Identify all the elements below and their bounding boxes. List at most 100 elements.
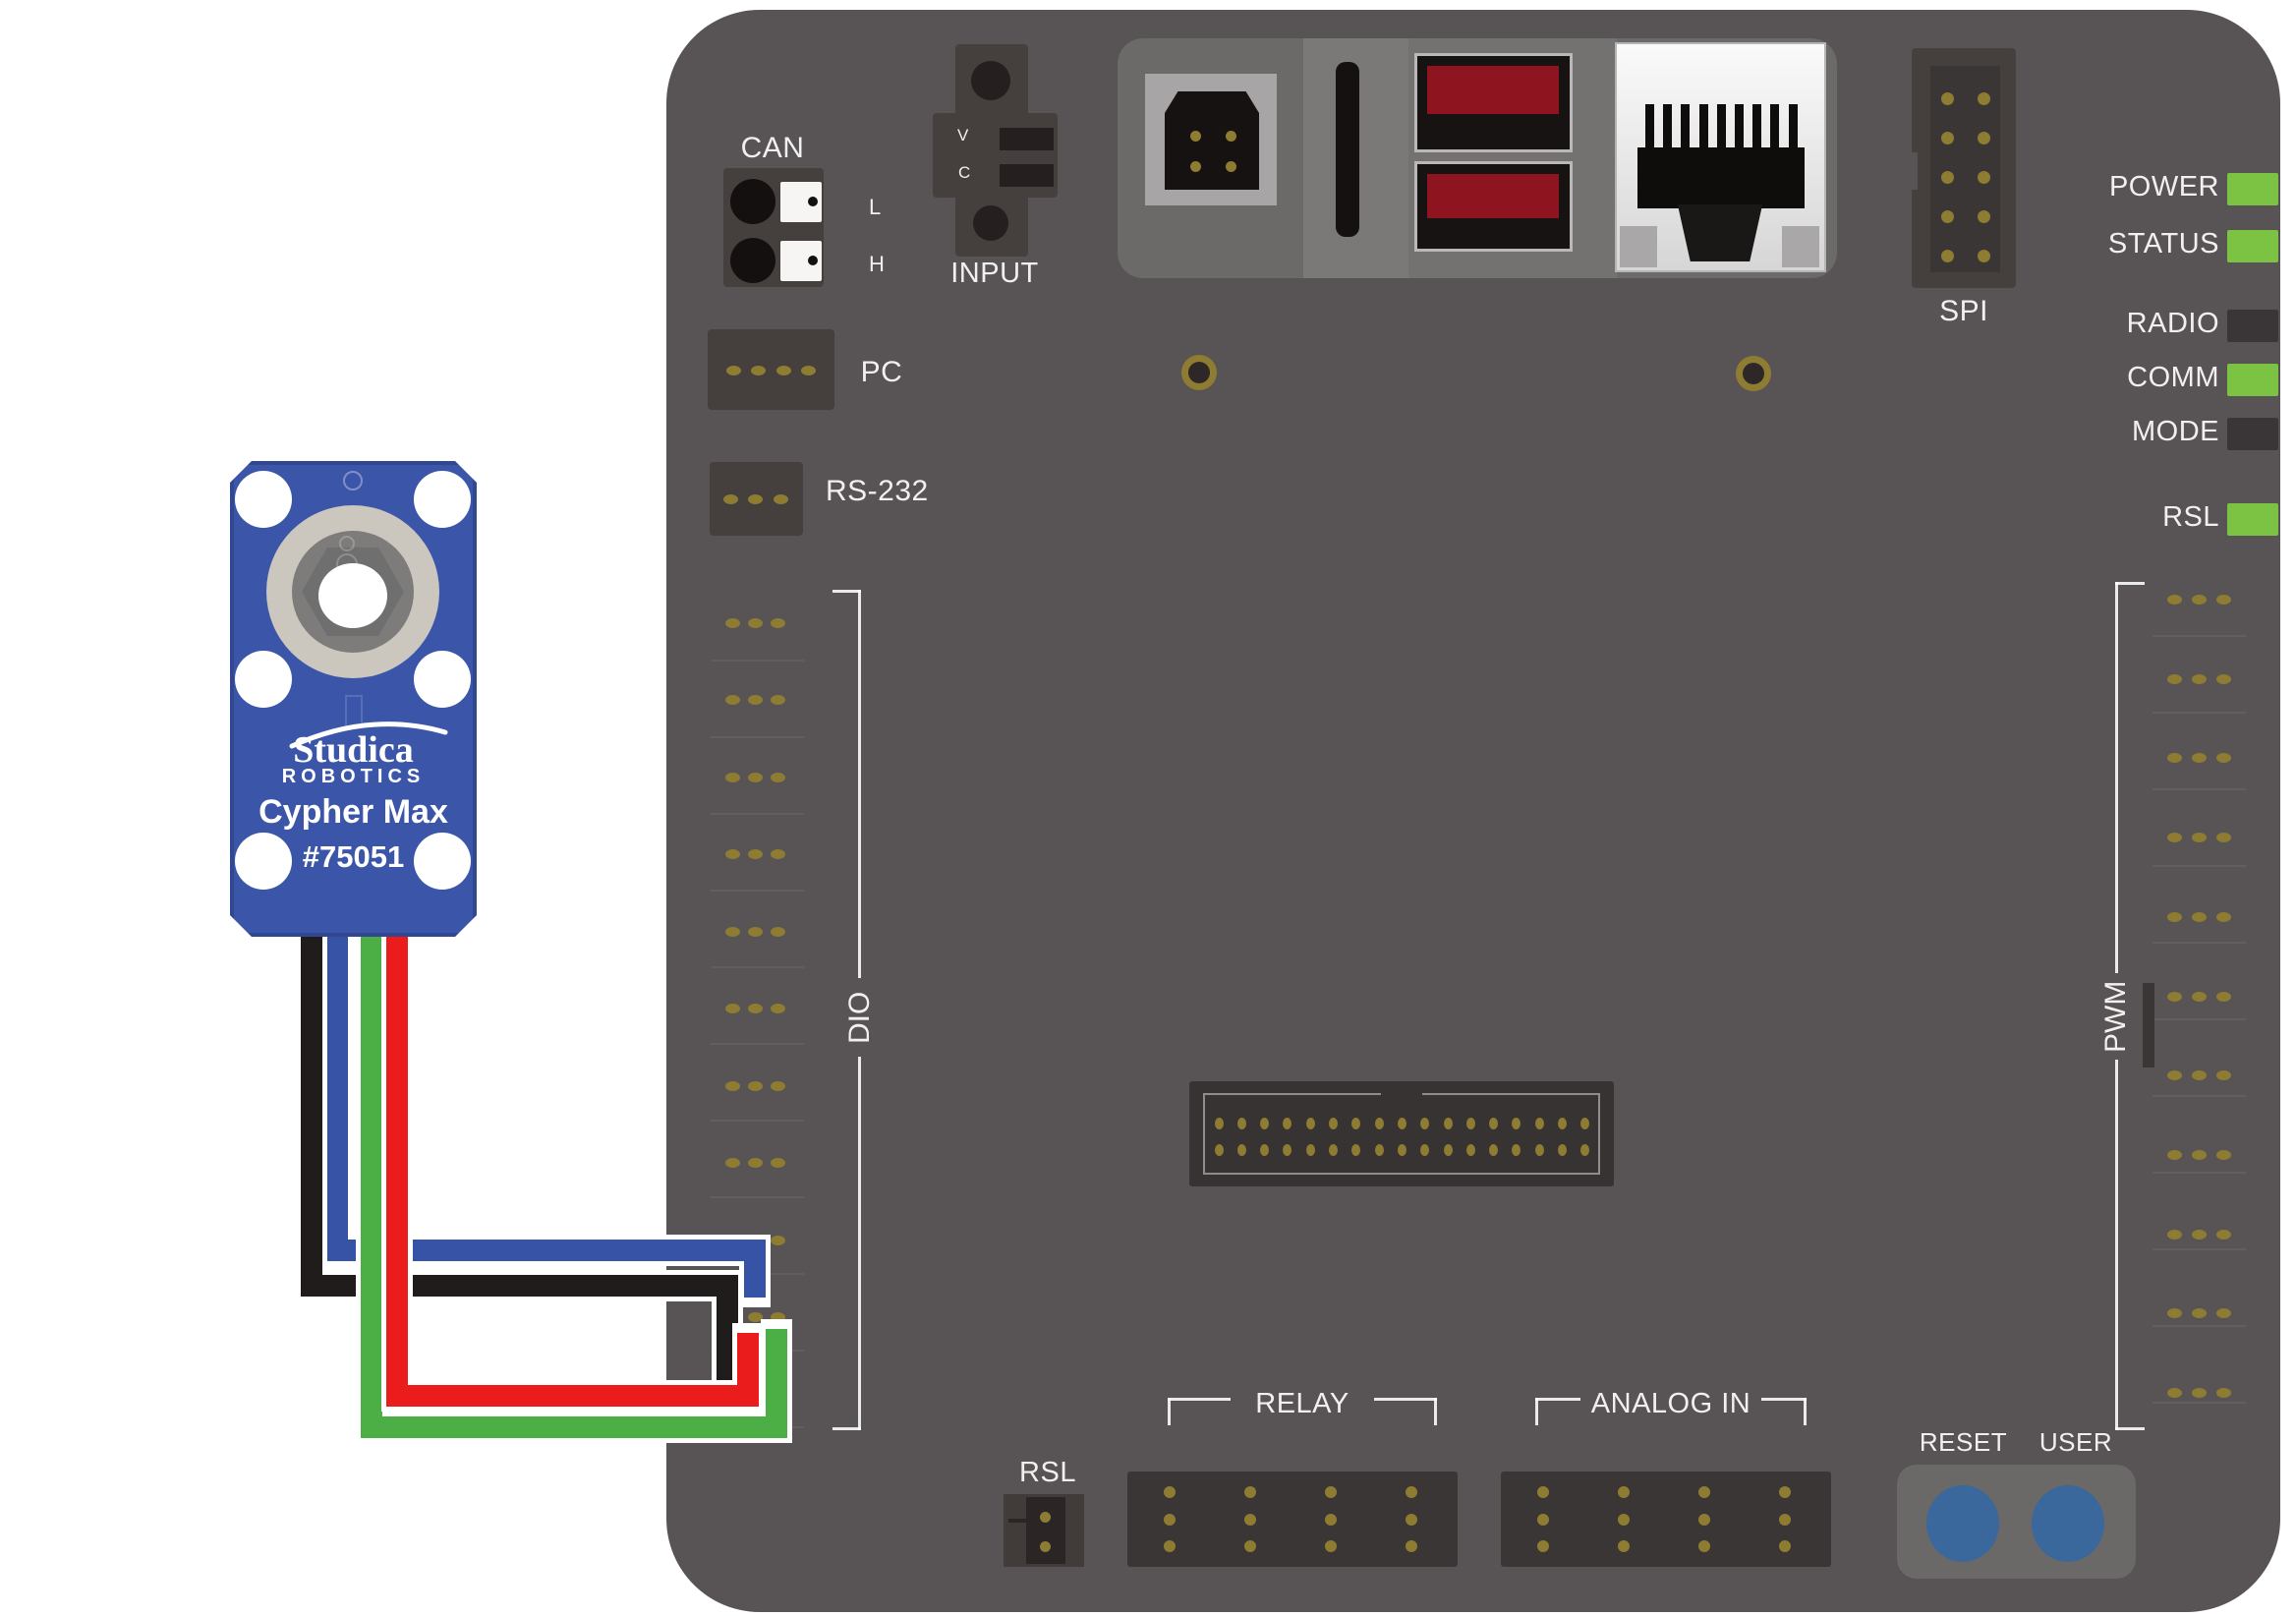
spi-label: SPI [1939, 295, 1988, 327]
pin [1406, 1486, 1417, 1498]
rsl-connector-inner [1026, 1497, 1065, 1564]
pin [1214, 1144, 1224, 1156]
pin [1465, 1118, 1475, 1129]
pin [724, 926, 740, 937]
pc-label: PC [860, 356, 903, 388]
pin [1164, 1513, 1176, 1526]
pin [1977, 91, 1990, 105]
can-terminal-l-icon [730, 179, 775, 224]
pin [748, 494, 763, 504]
pin [1537, 1513, 1549, 1526]
pin [1236, 1144, 1246, 1156]
usb-a-port-2-tongue [1427, 174, 1559, 218]
dio-bracket-line-bottom [858, 1057, 861, 1430]
pin [1537, 1486, 1549, 1498]
pin [770, 1235, 785, 1245]
dio-bracket-line-top [858, 590, 861, 978]
can-terminal-h-dot [808, 256, 818, 265]
pin [1164, 1540, 1176, 1552]
pin [2166, 833, 2182, 843]
pin [747, 849, 763, 860]
analog-bracket-right-tick [1804, 1398, 1807, 1425]
relay-bracket-left [1168, 1398, 1231, 1401]
pin [1537, 1540, 1549, 1552]
pin [1977, 249, 1990, 262]
input-c-slot [1000, 164, 1054, 187]
pin [1260, 1118, 1270, 1129]
mode-led [2227, 418, 2278, 450]
pin [1977, 209, 1990, 223]
pin [2191, 673, 2207, 684]
pin [2166, 991, 2182, 1002]
pin [2166, 753, 2182, 764]
pin [2215, 1149, 2231, 1160]
pin [1940, 131, 1954, 144]
ethernet-pin [1735, 104, 1744, 151]
pin [2191, 911, 2207, 922]
pin [2215, 753, 2231, 764]
mount-hole-icon [235, 651, 292, 708]
hub-hex-bore [318, 563, 387, 628]
pin [1420, 1144, 1430, 1156]
ethernet-pin [1663, 104, 1673, 151]
pin [2215, 1388, 2231, 1398]
pin [1940, 170, 1954, 184]
ethernet-pin [1788, 104, 1798, 151]
mount-hole-icon [235, 471, 292, 528]
pin [1977, 170, 1990, 184]
pin [724, 772, 740, 782]
pin [2166, 1070, 2182, 1081]
sensor-module: Studica ROBOTICS Cypher Max #75051 [230, 461, 477, 937]
pin [2215, 833, 2231, 843]
pin [1351, 1118, 1361, 1129]
pin [1940, 249, 1954, 262]
dio-bracket-bottom-tick [832, 1427, 861, 1430]
pin [747, 926, 763, 937]
input-top-hole-icon [971, 61, 1010, 100]
pin [1374, 1144, 1384, 1156]
pin [801, 366, 817, 375]
power-led-label: POWER [2108, 171, 2219, 202]
power-led [2227, 173, 2278, 205]
pin [1325, 1540, 1337, 1552]
ethernet-pin [1645, 104, 1654, 151]
reset-button [1926, 1485, 1999, 1562]
pin [1164, 1486, 1176, 1498]
ethernet-pin [1770, 104, 1780, 151]
pin [1397, 1144, 1406, 1156]
sdcard-slot-icon [1336, 62, 1359, 237]
can-terminal-h-icon [730, 238, 775, 283]
pin [747, 1080, 763, 1091]
rsl-led-label: RSL [2162, 501, 2219, 533]
ethernet-pad-left [1620, 226, 1657, 267]
pin [1580, 1144, 1590, 1156]
ethernet-pin [1698, 104, 1708, 151]
radio-led-label: RADIO [2126, 308, 2219, 339]
dio-bracket-top-tick [832, 590, 861, 593]
pin [1618, 1540, 1630, 1552]
pin [724, 695, 740, 706]
pin [2166, 673, 2182, 684]
pin [1406, 1540, 1417, 1552]
ethernet-pad-right [1782, 226, 1819, 267]
rsl-connector-label: RSL [1019, 1457, 1076, 1488]
pin [1940, 209, 1954, 223]
index-mark-icon [343, 471, 363, 491]
via-right-center [1743, 363, 1764, 384]
comm-led [2227, 364, 2278, 396]
pin [1283, 1118, 1292, 1129]
wire-red-casing [381, 926, 764, 1412]
pin [770, 772, 785, 782]
pin [1374, 1118, 1384, 1129]
user-label: USER [2038, 1427, 2113, 1457]
pin [1225, 130, 1236, 142]
pin [773, 494, 788, 504]
analog-bracket-right [1761, 1398, 1807, 1401]
pin [1244, 1513, 1256, 1526]
mode-led-label: MODE [2132, 416, 2219, 447]
pin [1443, 1144, 1453, 1156]
status-led [2227, 230, 2278, 262]
relay-bracket-right [1374, 1398, 1437, 1401]
pin [1189, 130, 1201, 142]
